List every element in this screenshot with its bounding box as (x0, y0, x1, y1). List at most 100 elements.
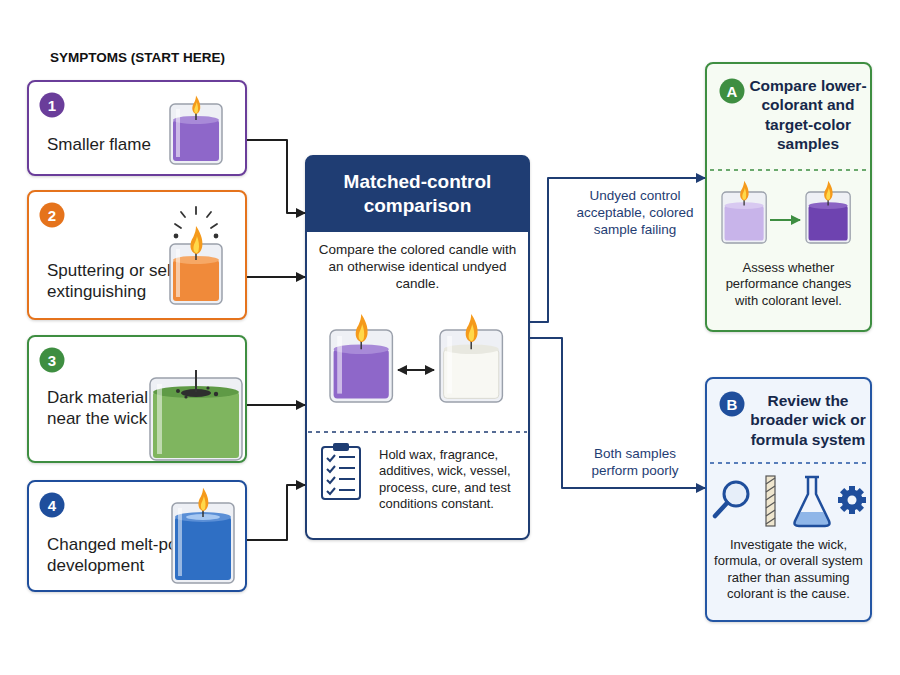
candle-flame (740, 181, 748, 201)
number-badge: 3 (39, 347, 65, 373)
candle-jar (170, 244, 222, 304)
candle-jar (440, 330, 502, 402)
candle-wax (809, 206, 848, 241)
check-mark (327, 466, 335, 472)
candle-illustration (330, 314, 392, 402)
badge-fill (720, 79, 745, 104)
wax-surface (173, 256, 219, 264)
sputter-mark (211, 224, 217, 228)
candle-wax (173, 260, 219, 301)
check-mark (327, 477, 335, 483)
node-heading: Matched-control comparison (315, 170, 520, 218)
glass-highlight (337, 336, 342, 394)
flow-arrow (247, 140, 305, 213)
candle-wax (725, 206, 764, 241)
wax-surface (725, 202, 764, 209)
check-line (339, 456, 355, 458)
wax-surface (175, 512, 231, 522)
candle-wick (470, 341, 471, 349)
gear-tooth (840, 488, 864, 512)
number-badge: B (719, 391, 745, 417)
number-badge: 1 (39, 92, 65, 118)
gear-hole (848, 496, 857, 505)
wick-body (766, 476, 775, 526)
gear-icon (838, 486, 866, 514)
callout-number: A (719, 78, 745, 104)
candle-flame (824, 181, 832, 201)
candle-flame (190, 226, 202, 254)
symptom-box: Sputtering or self-extinguishing2 (27, 190, 247, 320)
candle-flame (356, 314, 368, 342)
dark-speck (176, 389, 180, 393)
symptom-box: Smaller flame 1 (27, 80, 247, 176)
wax-surface (173, 116, 219, 124)
wick-stripe (766, 494, 775, 500)
candle-wax (173, 120, 219, 161)
dashed-divider (710, 462, 868, 464)
candle-wax (334, 349, 389, 398)
sputter-marks (175, 207, 218, 238)
flask-icon (795, 477, 830, 526)
candle-wax (444, 349, 499, 398)
magnifier-lens (724, 482, 748, 506)
sputter-mark (195, 207, 197, 214)
wax-surface (334, 344, 389, 354)
badge-fill (40, 493, 65, 518)
candle-illustration (172, 488, 234, 583)
flask-outline (795, 477, 830, 526)
candle-jar (150, 378, 242, 460)
callout-number: B (719, 391, 745, 417)
number-badge: A (719, 78, 745, 104)
flow-arrow (530, 338, 705, 488)
check-mark (327, 455, 335, 461)
callout-number: 2 (39, 202, 65, 228)
gear-tooth (849, 486, 855, 514)
outcome-box: Review the broader wick or formula syste… (705, 377, 872, 622)
node-body: Assess whether performance changes with … (713, 260, 864, 309)
candle-illustration (440, 314, 502, 402)
candle-flame (466, 314, 478, 342)
node-body: Investigate the wick, formula, or overal… (711, 537, 866, 602)
magnifier-icon (715, 482, 748, 516)
candle-wick (827, 200, 828, 206)
candle-illustration (722, 181, 766, 243)
candle-flame (192, 95, 200, 114)
node-heading: Smaller flame (47, 134, 182, 155)
check-line (339, 489, 355, 491)
clipboard-clip (333, 443, 349, 451)
check-mark (327, 488, 335, 494)
candle-flame (198, 488, 208, 511)
candle-wax (175, 517, 231, 580)
candle-wax (153, 392, 239, 458)
number-badge: 2 (39, 202, 65, 228)
callout-number: 1 (39, 92, 65, 118)
candle-jar (722, 192, 766, 243)
badge-fill (720, 392, 745, 417)
section-heading: SYMPTOMS (START HERE) (50, 50, 290, 67)
candle-jar (170, 104, 222, 164)
sputter-mark (175, 224, 181, 228)
wick-stripe (766, 502, 775, 508)
candle-wick (195, 370, 197, 392)
edge-label: Both samples perform poorly (574, 446, 696, 480)
candle-illustration (170, 95, 222, 164)
wick-icon (766, 476, 775, 526)
sputter-mark (181, 212, 185, 217)
spark-dot (215, 235, 218, 238)
glass-highlight (178, 508, 182, 576)
flow-arrow (247, 276, 305, 278)
connector-group (247, 140, 705, 540)
candle-jar (330, 330, 392, 402)
process-box: Matched-control comparisonCompare the co… (305, 155, 530, 540)
wick-stripe (766, 518, 775, 524)
check-line (339, 467, 355, 469)
wax-surface (444, 344, 499, 354)
dark-speck (206, 386, 209, 389)
node-heading: Changed melt-pool development (47, 534, 197, 577)
candle-illustration (170, 226, 222, 304)
dashed-divider (710, 169, 868, 171)
wax-surface (809, 202, 848, 209)
outcome-box: Compare lower-colorant and target-color … (705, 62, 872, 332)
